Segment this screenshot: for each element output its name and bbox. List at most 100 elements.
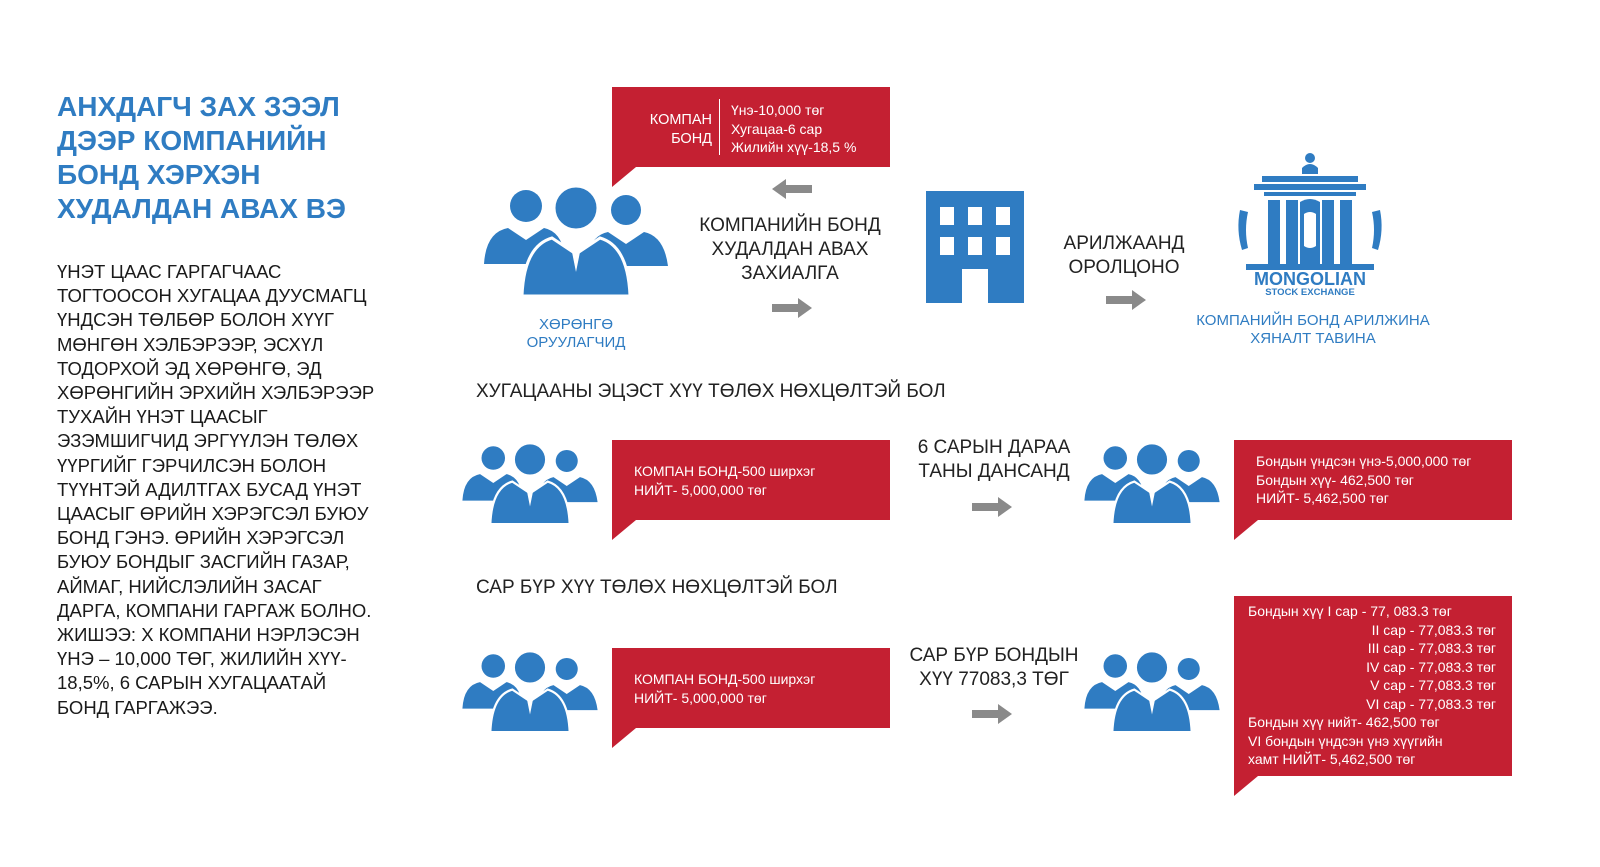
page-title: АНХДАГЧ ЗАХ ЗЭЭЛ ДЭЭР КОМПАНИЙН БОНД ХЭР… (57, 90, 417, 226)
order-label-line: КОМПАНИЙН БОНД (699, 215, 881, 236)
order-label-line: ХУДАЛДАН АВАХ (711, 239, 869, 260)
bubble-tail (612, 728, 636, 748)
title-line: БОНД ХЭРХЭН (57, 159, 261, 190)
bubble-line: V сар - 77,083.3 төг (1370, 677, 1496, 693)
trade-label: АРИЛЖААНД ОРОЛЦОНО (1046, 232, 1202, 280)
bubble-line: VI сар - 77,083.3 төг (1366, 695, 1496, 712)
bubble-line: II сар - 77,083.3 төг (1371, 621, 1496, 638)
bubble-tail (612, 520, 636, 540)
description-line: ҮНЭТ ЦААС ГАРГАГЧААС (57, 261, 282, 282)
bubble-line: IV сар - 77,083.3 төг (1366, 658, 1496, 675)
building-icon (926, 191, 1024, 303)
exchange-label-line: ХЯНАЛТ ТАВИНА (1250, 330, 1376, 347)
description-line: БОНД ГЭНЭ. ӨРИЙН ХЭРЭГСЭЛ (57, 527, 345, 549)
title-line: ХУДАЛДАН АВАХ ВЭ (57, 193, 346, 224)
middle-label-line: ХҮҮ 77083,3 ТӨГ (919, 669, 1069, 690)
description-line: 18,5%, 6 САРЫН ХУГАЦААТАЙ (57, 672, 327, 694)
order-label-line: ЗАХИАЛГА (741, 263, 839, 284)
bond-detail-line: Хугацаа-6 сар (731, 120, 823, 137)
description-line: ТҮҮНТЭЙ АДИЛТГАХ БУСАД ҮНЭТ (57, 478, 362, 500)
description-line: ЭЗЭМШИГЧИД ЭРГҮҮЛЭН ТӨЛӨХ (57, 430, 359, 452)
people-group-icon (484, 184, 668, 298)
description-line: ҮҮРГИЙГ ГЭРЧИЛСЭН БОЛОН (57, 454, 327, 476)
bubble-line: НИЙТ- 5,462,500 төг (1256, 490, 1389, 506)
exchange-logo-line: STOCK EXCHANGE (1265, 287, 1355, 298)
bond-label-line: КОМПАН (649, 112, 712, 128)
people-group-icon (1084, 442, 1220, 526)
bubble-line: Бондын хүү- 462,500 төг (1256, 471, 1414, 488)
description-line: ЖИШЭЭ: Х КОМПАНИ НЭРЛЭСЭН (57, 624, 360, 646)
bubble-box (612, 87, 890, 167)
section1-middle-label: 6 САРЫН ДАРАА ТАНЫ ДАНСАНД (902, 436, 1086, 484)
middle-label-line: 6 САРЫН ДАРАА (917, 437, 1071, 458)
arrow-right-icon (1106, 290, 1146, 310)
bond-label: КОМПАН БОНД (650, 111, 712, 148)
exchange-logo-text: MONGOLIAN STOCK EXCHANGE (1232, 270, 1388, 298)
description-text: ҮНЭТ ЦААС ГАРГАГЧААС ТОГТООСОН ХУГАЦАА Д… (57, 260, 417, 720)
trade-label-line: ОРОЛЦОНО (1068, 257, 1180, 278)
bubble-line: хамт НИЙТ- 5,462,500 төг (1248, 751, 1416, 767)
bubble-line: III сар - 77,083.3 төг (1367, 640, 1496, 656)
bubble-separator (719, 99, 720, 155)
middle-label-line: ТАНЫ ДАНСАНД (918, 461, 1070, 482)
bubble-line: НИЙТ- 5,000,000 төг (634, 481, 767, 498)
description-line: АЙМАГ, НИЙСЛЭЛИЙН ЗАСАГ (57, 575, 322, 597)
bubble-text: Бондын үндсэн үнэ-5,000,000 төг Бондын х… (1256, 452, 1471, 508)
bubble-line: Бондын хүү I сар - 77, 083.3 төг (1248, 603, 1452, 619)
description-line: ЦААСЫГ ӨРИЙН ХЭРЭГСЭЛ БУЮУ (57, 503, 369, 525)
section2-heading: САР БҮР ХҮҮ ТӨЛӨХ НӨХЦӨЛТЭЙ БОЛ (476, 577, 838, 598)
payout-bubble: Бондын үндсэн үнэ-5,000,000 төг Бондын х… (1234, 440, 1512, 540)
description-line: ҮНДСЭН ТӨЛБӨР БОЛОН ХҮҮГ (57, 309, 335, 331)
description-line: БОНД ГАРГАЖЭЭ. (57, 696, 218, 718)
exchange-label: КОМПАНИЙН БОНД АРИЛЖИНА ХЯНАЛТ ТАВИНА (1180, 312, 1446, 348)
bubble-text: Бондын хүү I сар - 77, 083.3 төг II сар … (1248, 602, 1496, 769)
description-line: ТОГТООСОН ХУГАЦАА ДУУСМАГЦ (57, 285, 367, 307)
bond-details: Үнэ-10,000 төг Хугацаа-6 сар Жилийн хүү-… (731, 101, 856, 157)
order-label: КОМПАНИЙН БОНД ХУДАЛДАН АВАХ ЗАХИАЛГА (690, 214, 890, 286)
description-line: МӨНГӨН ХЭЛБЭРЭЭР, ЭСХҮЛ (57, 333, 324, 355)
bubble-line: Бондын үндсэн үнэ-5,000,000 төг (1256, 453, 1472, 469)
description-line: ТУХАЙН ҮНЭТ ЦААСЫГ (57, 406, 268, 428)
description-line: ДАРГА, КОМПАНИ ГАРГАЖ БОЛНО. (57, 599, 372, 621)
monthly-interest-bubble: Бондын хүү I сар - 77, 083.3 төг II сар … (1234, 596, 1512, 796)
bubble-line: VI бондын үндсэн үнэ хүүгийн (1248, 732, 1443, 749)
bubble-box (612, 440, 890, 520)
description-line: ТОДОРХОЙ ЭД ХӨРӨНГӨ, ЭД (57, 357, 322, 379)
people-group-icon (1084, 650, 1220, 734)
bubble-text: КОМПАН БОНД-500 ширхэг НИЙТ- 5,000,000 т… (634, 462, 815, 499)
middle-label-line: САР БҮР БОНДЫН (909, 645, 1079, 666)
section2-middle-label: САР БҮР БОНДЫН ХҮҮ 77083,3 ТӨГ (892, 644, 1096, 692)
bubble-line: КОМПАН БОНД-500 ширхэг (634, 671, 816, 687)
bond-detail-line: Үнэ-10,000 төг (731, 102, 825, 118)
bubble-line: КОМПАН БОНД-500 ширхэг (634, 463, 816, 479)
arrow-right-icon (772, 298, 812, 318)
bubble-line: Бондын хүү нийт- 462,500 төг (1248, 714, 1440, 730)
arrow-right-icon (972, 497, 1012, 517)
bubble-box (612, 648, 890, 728)
bubble-line: НИЙТ- 5,000,000 төг (634, 689, 767, 706)
title-line: АНХДАГЧ ЗАХ ЗЭЭЛ (57, 91, 340, 122)
title-line: ДЭЭР КОМПАНИЙН (57, 125, 327, 156)
section1-heading: ХУГАЦААНЫ ЭЦЭСТ ХҮҮ ТӨЛӨХ НӨХЦӨЛТЭЙ БОЛ (476, 381, 946, 402)
bond-purchase-bubble: КОМПАН БОНД-500 ширхэг НИЙТ- 5,000,000 т… (612, 648, 890, 748)
exchange-label-line: КОМПАНИЙН БОНД АРИЛЖИНА (1196, 312, 1430, 329)
bond-purchase-bubble: КОМПАН БОНД-500 ширхэг НИЙТ- 5,000,000 т… (612, 440, 890, 540)
bond-label-line: БОНД (671, 130, 712, 147)
description-line: БУЮУ БОНДЫГ ЗАСГИЙН ГАЗАР, (57, 551, 350, 573)
investors-label-line: ХӨРӨНГӨ (539, 316, 613, 333)
bubble-tail (612, 167, 636, 187)
bubble-text: КОМПАН БОНД-500 ширхэг НИЙТ- 5,000,000 т… (634, 670, 815, 707)
bubble-tail (1234, 520, 1258, 540)
trade-label-line: АРИЛЖААНД (1063, 233, 1185, 254)
arrow-left-icon (772, 179, 812, 199)
arrow-right-icon (972, 704, 1012, 724)
description-line: ХӨРӨНГИЙН ЭРХИЙН ХЭЛБЭРЭЭР (57, 382, 375, 404)
investors-label-line: ОРУУЛАГЧИД (526, 334, 626, 351)
bond-detail-line: Жилийн хүү-18,5 % (731, 139, 857, 155)
people-group-icon (462, 650, 598, 734)
bond-info-bubble: КОМПАН БОНД Үнэ-10,000 төг Хугацаа-6 сар… (612, 87, 890, 187)
investors-label: ХӨРӨНГӨ ОРУУЛАГЧИД (486, 316, 666, 352)
bubble-tail (1234, 776, 1258, 796)
description-line: ҮНЭ – 10,000 ТӨГ, ЖИЛИЙН ХҮҮ- (57, 648, 347, 670)
bubble-box (1234, 596, 1512, 776)
